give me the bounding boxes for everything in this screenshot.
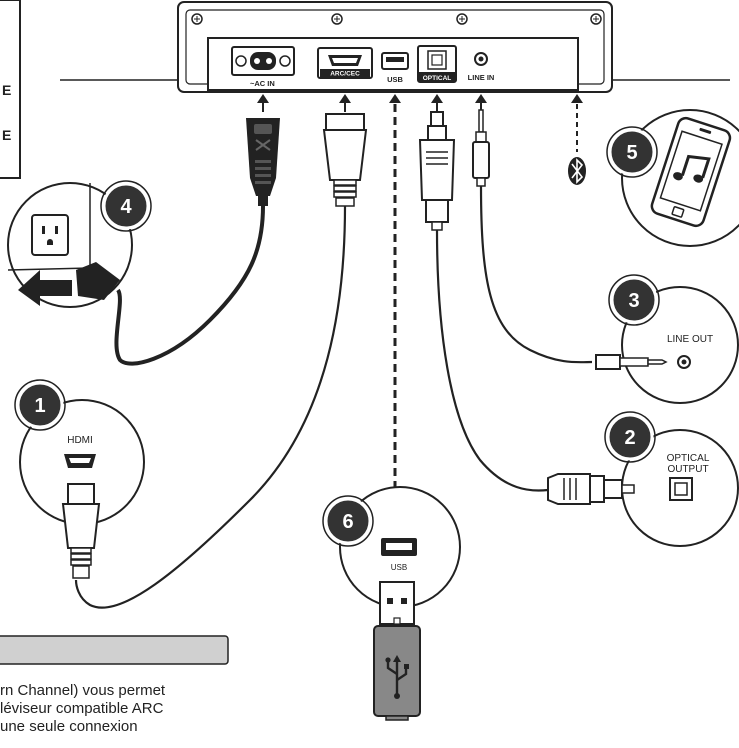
optical-output-label-2: OUTPUT xyxy=(667,464,708,475)
left-info-box: E E xyxy=(0,0,21,179)
music-note-icon xyxy=(680,154,711,179)
badge-6-number: 6 xyxy=(342,511,353,533)
badge-3 xyxy=(610,276,658,324)
optical-label: OPTICAL xyxy=(423,75,452,82)
description-line-3: une seule connexion xyxy=(0,718,138,735)
badge-5 xyxy=(608,128,656,176)
badge-4-number: 4 xyxy=(120,196,132,218)
smartphone-icon xyxy=(650,116,732,228)
usb-flash-drive xyxy=(373,581,421,721)
line-in-port[interactable]: LINE IN xyxy=(468,52,495,82)
hdmi-label: HDMI xyxy=(67,435,93,446)
bluetooth-link xyxy=(568,104,586,185)
hdmi-port-icon xyxy=(64,454,96,468)
badge-3-number: 3 xyxy=(628,290,639,312)
badge-5-number: 5 xyxy=(626,142,637,164)
arc-cec-port[interactable]: ARC/CEC xyxy=(317,47,373,79)
line-out-label: LINE OUT xyxy=(667,334,713,345)
badge-6 xyxy=(324,497,372,545)
badge-1-number: 1 xyxy=(34,395,45,417)
hdmi-cable xyxy=(74,113,368,609)
usb-socket-icon xyxy=(381,538,417,556)
plug-in-arrow-icon xyxy=(18,270,72,306)
usb-port-label: USB xyxy=(387,75,403,84)
badge-2 xyxy=(606,413,654,461)
line-in-label: LINE IN xyxy=(468,73,495,82)
power-cable xyxy=(114,118,280,366)
description-line-2: léviseur compatible ARC xyxy=(0,700,164,717)
section-header-bar xyxy=(0,635,229,665)
badge-1 xyxy=(16,381,64,429)
optical-output-circle: OPTICAL OUTPUT 2 xyxy=(547,411,739,547)
usb-circle-label: USB xyxy=(391,563,407,572)
left-box-line-2: E xyxy=(2,127,11,143)
ac-in-port[interactable]: ~AC IN xyxy=(231,46,295,88)
optical-cable xyxy=(418,111,549,492)
left-box-line-1: E xyxy=(2,82,11,98)
badge-2-number: 2 xyxy=(624,427,635,449)
optical-output-label-1: OPTICAL xyxy=(667,453,710,464)
wall-outlet-circle: 4 xyxy=(7,180,152,308)
port-arrows xyxy=(257,94,583,112)
usb-symbol-icon xyxy=(386,662,408,694)
description-line-1: rn Channel) vous permet xyxy=(0,682,166,699)
line-in-cable xyxy=(472,109,593,364)
ac-in-label: ~AC IN xyxy=(250,79,275,88)
optical-port[interactable]: OPTICAL xyxy=(417,45,457,83)
outlet-icon xyxy=(31,214,69,256)
hdmi-circle: HDMI 1 xyxy=(14,379,145,579)
phone-circle: 5 xyxy=(606,109,739,247)
badge-4 xyxy=(102,182,150,230)
usb-circle: USB 6 xyxy=(322,486,461,608)
usb-port[interactable]: USB xyxy=(381,52,409,84)
line-out-circle: LINE OUT 3 xyxy=(595,274,739,404)
arc-cec-label: ARC/CEC xyxy=(330,71,360,78)
